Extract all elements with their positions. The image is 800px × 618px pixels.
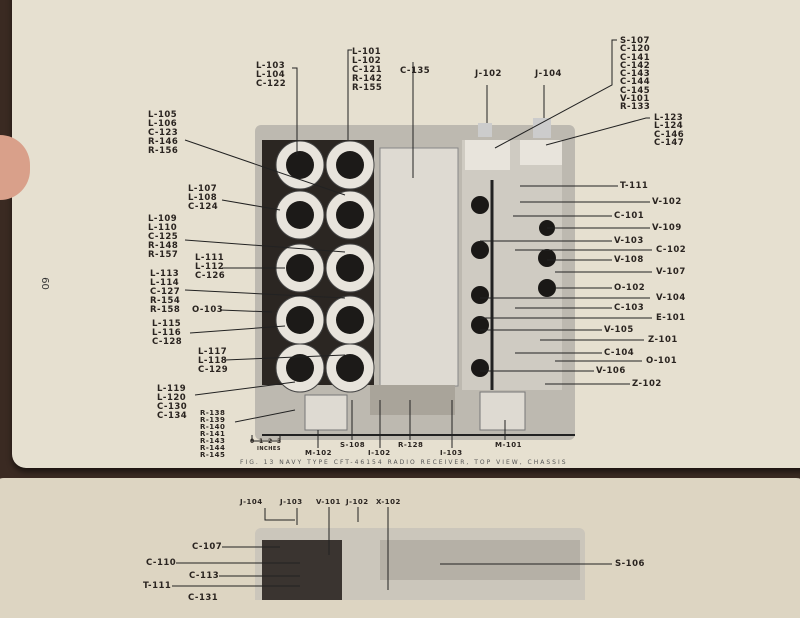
label-c110: C-110: [146, 558, 177, 568]
label-i102: I-102: [368, 449, 391, 457]
label-m102: M-102: [305, 449, 332, 457]
label-v108: V-108: [614, 255, 644, 265]
label-c135: C-135: [400, 66, 431, 76]
label-c107: C-107: [192, 542, 223, 552]
label-c113: C-113: [189, 571, 220, 581]
scale-tick-0: 0: [250, 438, 255, 445]
label-j104: J-104: [535, 69, 562, 79]
label-o103: O-103: [192, 305, 224, 315]
label-s108: S-108: [340, 441, 366, 449]
label-t111-b: T-111: [143, 581, 172, 591]
label-c101: C-101: [614, 211, 645, 221]
label-v106: V-106: [596, 366, 626, 376]
label-v109: V-109: [652, 223, 682, 233]
label-o101: O-101: [646, 356, 678, 366]
label-v105: V-105: [604, 325, 634, 335]
scale-unit: INCHES: [257, 446, 281, 452]
label-x102: X-102: [376, 498, 401, 506]
label-j104-b: J-104: [240, 498, 263, 506]
label-i103: I-103: [440, 449, 463, 457]
scale-tick-2: 2: [268, 438, 273, 445]
scale-tick-1: 1: [259, 438, 264, 445]
label-c103: C-103: [614, 303, 645, 313]
label-e101: E-101: [656, 313, 686, 323]
label-t111: T-111: [620, 181, 649, 191]
label-z101: Z-101: [648, 335, 678, 345]
label-z102: Z-102: [632, 379, 662, 389]
leader-lines: [184, 39, 652, 448]
label-c104: C-104: [604, 348, 635, 358]
label-v107: V-107: [656, 267, 686, 277]
chassis-drawing: [172, 39, 652, 600]
scale-tick-3: 3: [277, 438, 282, 445]
figure-caption: FIG. 13 NAVY TYPE CFT-46154 RADIO RECEIV…: [240, 459, 568, 466]
label-c131: C-131: [188, 593, 219, 603]
label-v101-b: V-101: [316, 498, 341, 506]
label-j102: J-102: [475, 69, 502, 79]
label-v104: V-104: [656, 293, 686, 303]
label-v103: V-103: [614, 236, 644, 246]
label-j102-b: J-102: [346, 498, 369, 506]
label-c102: C-102: [656, 245, 687, 255]
label-o102: O-102: [614, 283, 646, 293]
label-r128: R-128: [398, 441, 424, 449]
label-m101: M-101: [495, 441, 522, 449]
label-j103: J-103: [280, 498, 303, 506]
label-v102: V-102: [652, 197, 682, 207]
label-s106: S-106: [615, 559, 645, 569]
